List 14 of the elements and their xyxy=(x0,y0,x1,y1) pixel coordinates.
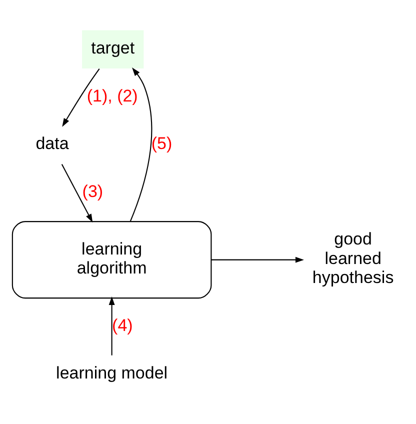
node-box: target xyxy=(82,30,144,69)
edge-label: (3) xyxy=(82,182,104,201)
arrow xyxy=(108,296,115,356)
arrow xyxy=(62,68,100,127)
node-text: good learned hypothesis xyxy=(312,230,394,287)
node-text: data xyxy=(36,134,69,154)
arrow xyxy=(61,164,93,223)
node-box: learning algorithm xyxy=(12,221,212,299)
node-text: learning model xyxy=(56,364,168,383)
edge-label: (5) xyxy=(151,134,172,154)
arrow xyxy=(130,68,152,222)
edge-label: (1), (2) xyxy=(86,86,138,106)
arrow xyxy=(211,256,304,263)
edge-label: (4) xyxy=(112,316,133,335)
